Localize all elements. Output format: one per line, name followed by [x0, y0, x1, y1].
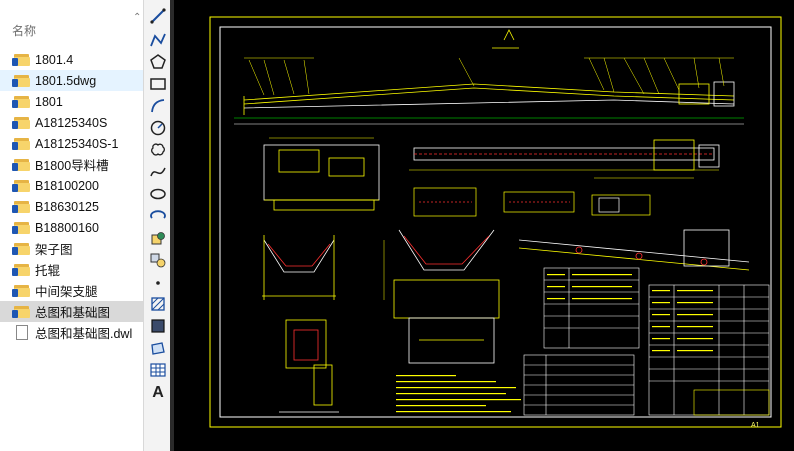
file-name: 托辊	[35, 264, 61, 278]
list-item[interactable]: 1801	[0, 91, 143, 112]
inner-frame	[219, 26, 772, 418]
foundation-views	[279, 317, 495, 413]
cad-drawing-canvas[interactable]: A1	[174, 0, 794, 451]
folder-icon	[12, 158, 30, 172]
outer-frame	[209, 16, 782, 428]
table-icon[interactable]	[148, 360, 168, 380]
file-name: 1801.5dwg	[35, 73, 97, 88]
callout-leaders	[244, 57, 734, 96]
file-name: 1801	[35, 94, 63, 109]
frame-view	[518, 229, 750, 271]
file-name: 1801.4	[35, 52, 74, 67]
parts-table-middle	[523, 267, 640, 416]
notes-block	[396, 375, 521, 413]
collapse-arrow-icon[interactable]: ⌃	[133, 12, 142, 23]
folder-icon	[12, 95, 30, 109]
file-name: B1800导料槽	[35, 159, 109, 173]
ellipse-arc-icon[interactable]	[148, 206, 168, 226]
file-list: 1801.4 1801.5dwg 1801 A18125340S A181253…	[0, 49, 143, 343]
list-item[interactable]: 架子图	[0, 238, 143, 259]
conveyor-elevation	[234, 29, 744, 125]
circle-icon[interactable]	[148, 118, 168, 138]
list-item[interactable]: 1801.5dwg	[0, 70, 143, 91]
line-icon[interactable]	[148, 6, 168, 26]
list-item[interactable]: 中间架支腿	[0, 280, 143, 301]
folder-icon	[12, 137, 30, 151]
drawing-scrollbar[interactable]	[170, 0, 174, 451]
hatch-icon[interactable]	[148, 294, 168, 314]
draw-toolbar: A	[143, 0, 171, 451]
file-explorer-panel: 名称 ⌃ 1801.4 1801.5dwg 1801 A18125340S A1…	[0, 0, 143, 451]
polygon-icon[interactable]	[148, 52, 168, 72]
conveyor-plan	[409, 139, 720, 179]
list-item[interactable]: 总图和基础图	[0, 301, 143, 322]
region-icon[interactable]	[148, 338, 168, 358]
folder-icon	[12, 116, 30, 130]
insert-block-icon[interactable]	[148, 228, 168, 248]
folder-icon	[12, 53, 30, 67]
file-name: B18800160	[35, 220, 99, 235]
list-item[interactable]: A18125340S-1	[0, 133, 143, 154]
polyline-icon[interactable]	[148, 30, 168, 50]
file-name: 中间架支腿	[35, 285, 98, 299]
list-item[interactable]: 总图和基础图.dwl	[0, 322, 143, 343]
folder-icon	[12, 74, 30, 88]
folder-icon	[12, 221, 30, 235]
list-item[interactable]: B18800160	[0, 217, 143, 238]
list-item[interactable]: 托辊	[0, 259, 143, 280]
revcloud-icon[interactable]	[148, 140, 168, 160]
folder-icon	[12, 179, 30, 193]
folder-icon	[12, 305, 30, 319]
folder-icon	[12, 263, 30, 277]
file-name: 总图和基础图.dwl	[35, 327, 133, 341]
text-icon[interactable]: A	[152, 384, 164, 401]
list-item[interactable]: 1801.4	[0, 49, 143, 70]
folder-icon	[12, 242, 30, 256]
table-text-marks	[547, 274, 713, 352]
file-name: B18630125	[35, 199, 99, 214]
file-name: 总图和基础图	[35, 306, 111, 320]
list-item[interactable]: A18125340S	[0, 112, 143, 133]
arc-icon[interactable]	[148, 96, 168, 116]
column-header-name[interactable]: 名称	[12, 24, 37, 38]
detail-views	[413, 187, 651, 217]
cad-drawing	[209, 16, 782, 428]
idler-views	[262, 229, 500, 319]
spline-icon[interactable]	[148, 162, 168, 182]
list-item[interactable]: B18100200	[0, 175, 143, 196]
make-block-icon[interactable]	[148, 250, 168, 270]
file-icon	[16, 325, 28, 340]
section-a	[263, 137, 380, 211]
sheet-size-label: A1	[751, 422, 760, 429]
file-name: A18125340S-1	[35, 136, 119, 151]
file-name: 架子图	[35, 243, 73, 257]
list-item[interactable]: B1800导料槽	[0, 154, 143, 175]
point-icon[interactable]	[148, 272, 168, 292]
file-name: B18100200	[35, 178, 99, 193]
folder-icon	[12, 200, 30, 214]
list-item[interactable]: B18630125	[0, 196, 143, 217]
gradient-icon[interactable]	[148, 316, 168, 336]
file-name: A18125340S	[35, 115, 108, 130]
parts-table-right	[648, 284, 770, 416]
folder-icon	[12, 284, 30, 298]
rectangle-icon[interactable]	[148, 74, 168, 94]
ellipse-icon[interactable]	[148, 184, 168, 204]
